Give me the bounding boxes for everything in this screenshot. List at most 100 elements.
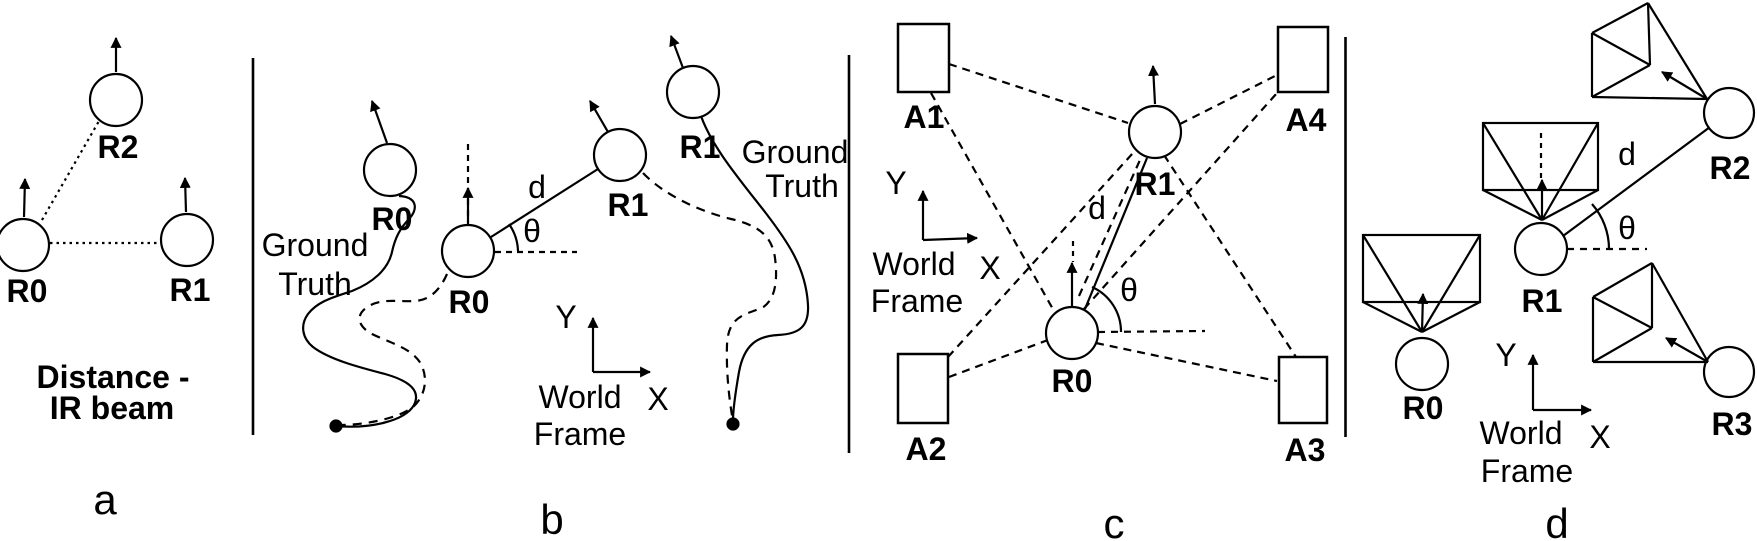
- panel-d-distance-label: d: [1618, 136, 1636, 172]
- robot-r0-ground-truth-circle: [362, 142, 418, 198]
- panel-b-world-frame-line2: Frame: [533, 416, 627, 452]
- range-r0-r1-dashed: [1077, 159, 1142, 297]
- panel-d-robot-r0-label: R0: [1402, 390, 1444, 426]
- panel-b-ground-truth-right-line1: Ground: [741, 134, 849, 170]
- range-a1-r1: [948, 62, 1129, 125]
- range-r1-a3: [1163, 154, 1297, 358]
- world-frame-c-x-axis: [922, 232, 979, 244]
- panel-c-letter: c: [1103, 500, 1125, 541]
- camera-frustum-r2: [1590, 2, 1756, 140]
- robot-r0-circle: [1394, 336, 1450, 392]
- trajectory-r0-estimate-dashed: [340, 273, 449, 427]
- panel-d-axis-x-label: X: [1589, 419, 1611, 455]
- robot-r1-estimate-circle: [592, 127, 648, 183]
- panel-d-robot-r3-label: R3: [1711, 406, 1753, 442]
- panel-d-world-frame-line2: Frame: [1480, 453, 1574, 489]
- panel-a-robot-r0-label: R0: [6, 273, 48, 309]
- world-frame-axes-b: [587, 316, 652, 378]
- robot-r2-circle: [1702, 86, 1756, 140]
- trajectory-r1-ground-truth: [699, 115, 810, 422]
- panel-b-axis-y-label: Y: [555, 299, 577, 335]
- panel-b-diagram: [302, 34, 810, 433]
- panel-b-ground-truth-left-line2: Truth: [278, 266, 352, 302]
- robot-r1-circle: [159, 212, 215, 268]
- panel-a-robot-r2-label: R2: [97, 129, 139, 165]
- distance-line-r0-r1: [1083, 157, 1149, 310]
- anchor-a2-square: [896, 352, 950, 425]
- panel-a-diagram: [0, 36, 215, 273]
- panel-a-caption-line2: IR beam: [49, 390, 175, 426]
- robot-r1-ground-truth-heading-arrow: [669, 34, 685, 69]
- anchor-a3-square: [1277, 355, 1329, 425]
- panel-dividers: [251, 37, 1347, 453]
- panel-c-world-frame-line1: World: [872, 246, 956, 282]
- panel-d-world-frame-line1: World: [1479, 415, 1563, 451]
- panel-b-distance-label: d: [528, 169, 546, 205]
- panel-d-diagram: [1361, 2, 1756, 416]
- robot-r0-heading-arrow: [1417, 292, 1429, 333]
- range-r1-a4: [1179, 74, 1278, 125]
- panel-d-robot-r2-label: R2: [1709, 150, 1751, 186]
- panel-c-robot-r1-label: R1: [1134, 166, 1176, 202]
- trajectory-start-dot-r0: [329, 419, 343, 433]
- camera-frustum-r3: [1591, 262, 1756, 399]
- anchor-a1-square: [896, 22, 951, 94]
- theta-angle-arc: [1591, 203, 1611, 250]
- panel-b-robot-r1-estimate-label: R1: [607, 187, 649, 223]
- trajectory-r1-estimate-dashed: [642, 172, 778, 422]
- theta-angle-arc: [508, 223, 520, 252]
- panel-c-anchor-a1-label: A1: [903, 99, 945, 135]
- camera-r0-image-plane: [1361, 233, 1482, 304]
- robot-r3-heading-arrow: [1665, 337, 1709, 363]
- panel-b-robot-r0-estimate-label: R0: [448, 284, 490, 320]
- robot-r0-ground-truth-heading-arrow: [370, 99, 389, 144]
- panel-d-letter: d: [1545, 500, 1569, 541]
- robot-r1-circle: [1513, 221, 1569, 277]
- panel-c-axis-x-label: X: [979, 250, 1001, 286]
- robot-r1-ground-truth-circle: [665, 64, 721, 120]
- panel-c-world-frame-line2: Frame: [870, 283, 964, 319]
- range-r0-a3: [1095, 341, 1278, 383]
- robot-r1-circle: [1127, 104, 1183, 160]
- robot-r3-circle: [1702, 345, 1756, 399]
- robot-r1-estimate-heading-arrow: [589, 100, 609, 133]
- panel-d-axis-y-label: Y: [1495, 337, 1517, 373]
- panel-c-distance-label: d: [1088, 190, 1106, 226]
- trajectory-start-dot-r1: [726, 417, 740, 431]
- panel-c-anchor-a2-label: A2: [905, 431, 947, 467]
- range-r0-a4: [1083, 92, 1278, 310]
- panel-a-robot-r1-label: R1: [169, 272, 211, 308]
- robot-r1-heading-arrow: [179, 176, 191, 213]
- distance-line-r1-r2: [1562, 126, 1711, 237]
- anchor-a4-square: [1276, 25, 1330, 94]
- robot-r2-heading-arrow: [1661, 71, 1708, 100]
- robot-r0-circle: [1044, 305, 1100, 361]
- panel-b-world-frame-line1: World: [538, 379, 622, 415]
- panel-c-theta-label: θ: [1120, 272, 1138, 308]
- world-frame-axes-d: [1527, 353, 1593, 416]
- trajectory-r0-ground-truth: [302, 194, 418, 428]
- panel-b-robot-r1-ground-truth-label: R1: [679, 129, 721, 165]
- robot-r1-heading-arrow: [1148, 64, 1160, 105]
- panel-b-axis-x-label: X: [647, 381, 669, 417]
- panel-b-theta-label: θ: [523, 213, 541, 249]
- panel-c-anchor-a4-label: A4: [1285, 102, 1327, 138]
- camera-frustum-r1: [1481, 121, 1600, 277]
- panel-b-ground-truth-right-line2: Truth: [765, 168, 839, 204]
- distance-link-r0-r2-dotted: [41, 120, 100, 221]
- panel-a-letter: a: [93, 476, 117, 523]
- panel-d-theta-label: θ: [1618, 210, 1636, 246]
- panel-c-axis-y-label: Y: [885, 165, 907, 201]
- robot-r0-circle: [0, 217, 51, 273]
- camera-frustum-r0: [1361, 233, 1482, 392]
- panel-d-robot-r1-label: R1: [1521, 283, 1563, 319]
- world-frame-axes-c: [917, 189, 979, 244]
- panel-b-robot-r0-ground-truth-label: R0: [371, 201, 413, 237]
- panel-b-letter: b: [540, 496, 564, 541]
- panel-c-diagram: [896, 22, 1330, 425]
- panel-a-caption-line1: Distance -: [36, 359, 190, 395]
- robot-r0-heading-arrow: [19, 177, 31, 218]
- range-a2-r0: [948, 338, 1049, 379]
